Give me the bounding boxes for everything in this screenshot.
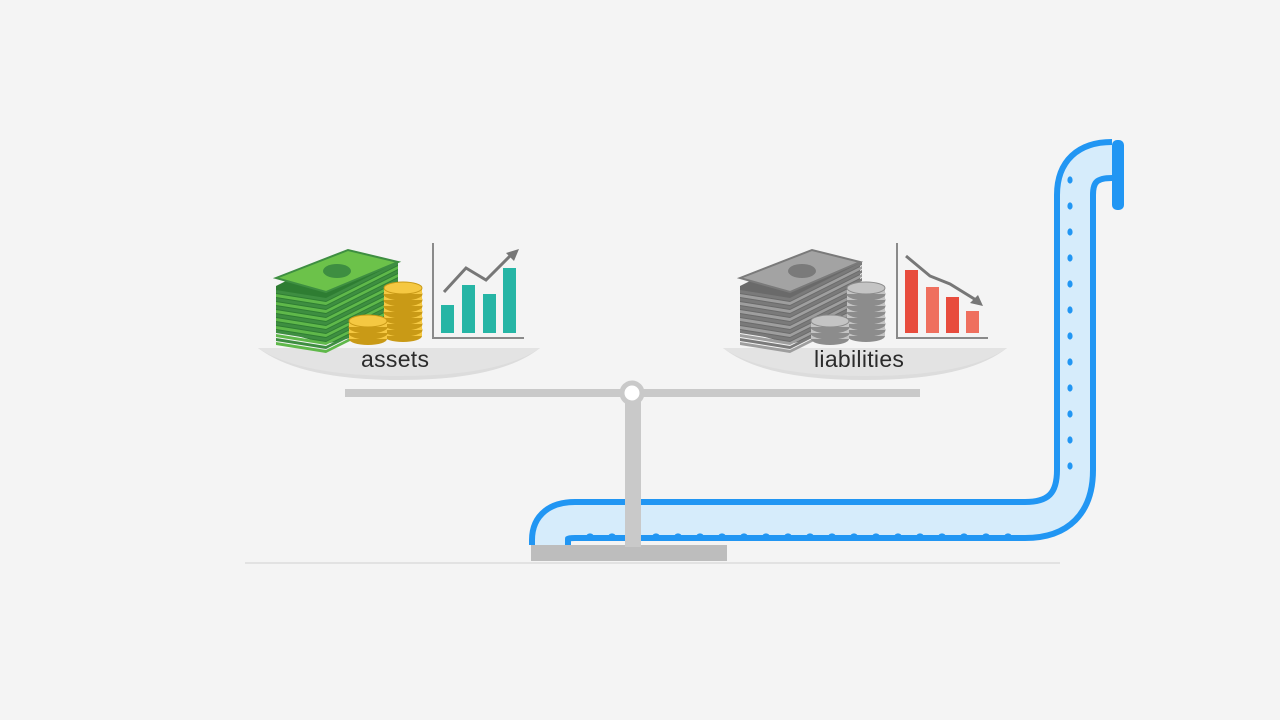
assets-label: assets xyxy=(361,346,430,372)
scale-post xyxy=(625,395,641,547)
silver-coins-icon xyxy=(810,281,886,345)
falling-bar-chart-icon xyxy=(896,243,988,339)
scale-base xyxy=(531,545,727,561)
scale-pivot xyxy=(619,380,645,406)
liabilities-label: liabilities xyxy=(814,346,905,372)
rising-bar-chart-icon xyxy=(432,243,524,339)
scale-icon xyxy=(258,348,1007,561)
pipe-water-drops xyxy=(586,176,1073,539)
pipe-icon xyxy=(529,139,1124,561)
gold-coins-icon xyxy=(348,281,423,345)
